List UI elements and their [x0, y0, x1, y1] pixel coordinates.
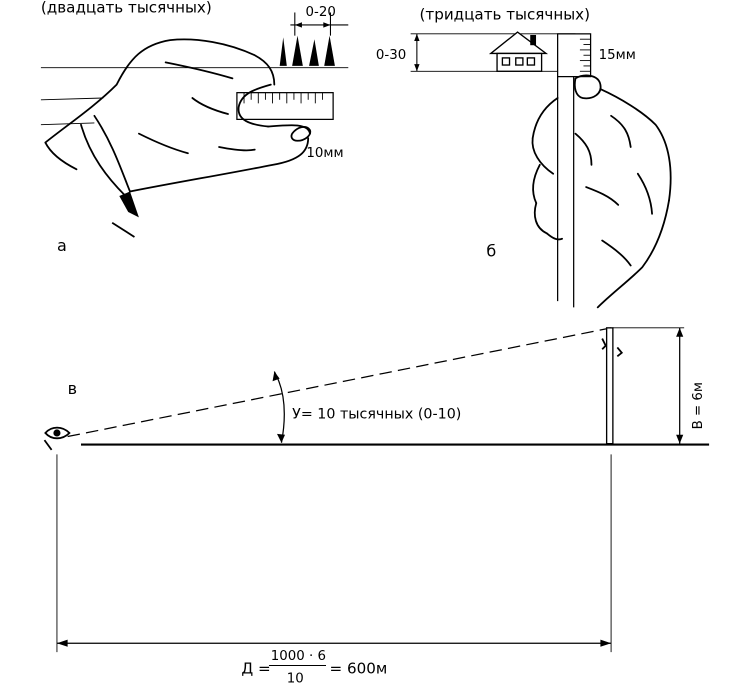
height-dimension-c: В = 6м	[612, 327, 706, 444]
angle-arc: У= 10 тысячных (0-10)	[272, 371, 461, 443]
peak-silhouettes	[279, 35, 335, 66]
hand-a	[44, 38, 312, 197]
house-icon	[488, 31, 549, 72]
height-label-c: В = 6м	[691, 382, 706, 429]
formula-rhs: = 600м	[330, 660, 388, 678]
sleeve-line	[111, 221, 135, 238]
formula-denominator: 10	[287, 671, 304, 686]
distance-formula: Д = 1000 · 6 10 = 600м	[241, 649, 387, 686]
spacing-dimension: 0-20	[290, 5, 349, 36]
ruler-b	[557, 33, 592, 308]
cuff-shading	[119, 191, 139, 218]
pole	[601, 327, 624, 445]
height-label-b: 0-30	[376, 48, 406, 63]
panel-a-letter: а	[57, 236, 67, 255]
eye-icon	[43, 426, 71, 451]
panel-a-caption: (двадцать тысячных)	[41, 0, 212, 16]
formula-lhs: Д =	[241, 660, 270, 678]
panel-c-letter: в	[68, 379, 77, 398]
ground-line	[40, 97, 104, 101]
ruler-a	[236, 92, 334, 121]
panel-a: (двадцать тысячных) 0-20	[40, 0, 349, 255]
spacing-label: 0-20	[306, 5, 336, 20]
ground-line-2	[40, 122, 95, 126]
panel-b: (тридцать тысячных) 0-30	[376, 6, 672, 309]
panel-b-caption: (тридцать тысячных)	[420, 6, 590, 24]
angle-label: У= 10 тысячных (0-10)	[292, 407, 461, 423]
ruler-a-label: 10мм	[306, 146, 343, 161]
formula-numerator: 1000 · 6	[271, 649, 326, 664]
panel-c: в В = 6м У= 10 т	[43, 327, 710, 686]
ruler-b-label: 15мм	[599, 48, 636, 63]
distance-dimension	[56, 454, 612, 653]
height-dimension: 0-30	[376, 33, 576, 72]
hand-b	[531, 74, 672, 309]
panel-b-letter: б	[486, 242, 496, 261]
